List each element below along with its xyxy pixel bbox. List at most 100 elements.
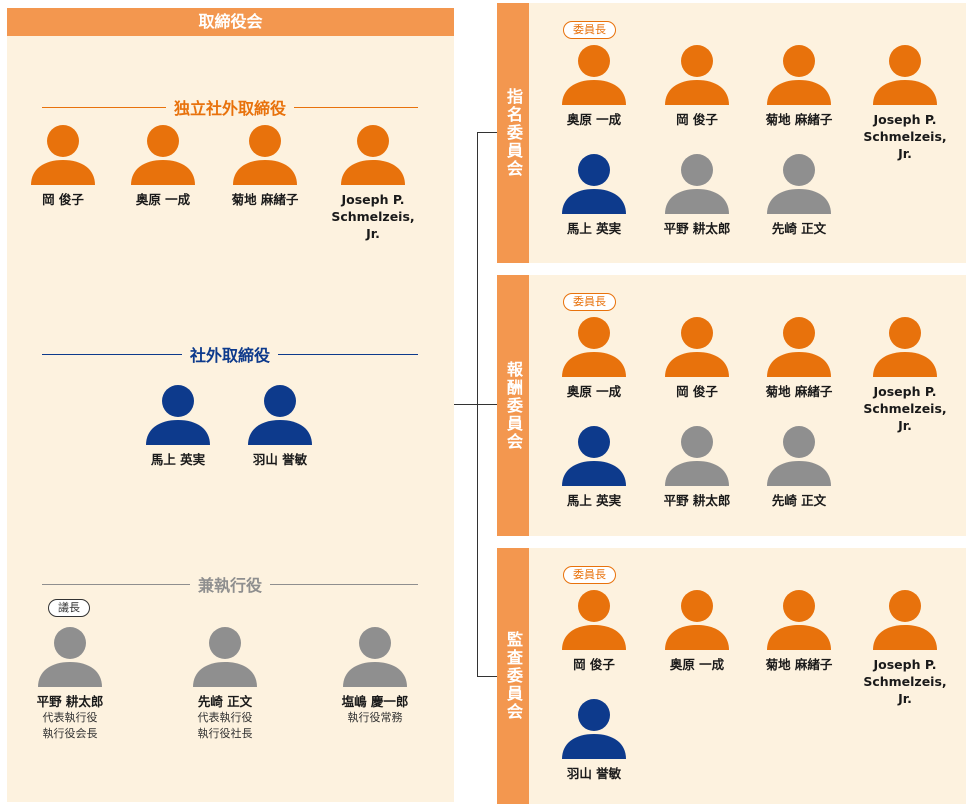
member-role: 執行役会長 [42, 727, 98, 740]
member-card: Joseph P. Schmelzeis, Jr. [323, 125, 423, 242]
member-role: 代表執行役 [197, 711, 253, 724]
member-name: 奥原 一成 [566, 112, 622, 127]
member-card: 岡 俊子 [647, 45, 747, 128]
person-icon [31, 125, 95, 185]
member-name: 馬上 英実 [150, 452, 206, 467]
divider [42, 106, 166, 108]
member-card: 奥原 一成 [544, 45, 644, 128]
member-card: Joseph P. Schmelzeis, Jr. [855, 45, 955, 162]
member-card: 馬上 英実 [128, 385, 228, 468]
member-card: 平野 耕太郎 [647, 426, 747, 509]
member-card: 塩嶋 慶一郎執行役常務 [325, 627, 425, 726]
member-card: 先崎 正文 [749, 154, 849, 237]
member-name: 菊地 麻緒子 [765, 657, 833, 672]
member-card: 羽山 誉敏 [230, 385, 330, 468]
board-panel: 取締役会 独立社外取締役 岡 俊子奥原 一成 菊地 麻緒子 Joseph P. Sc… [7, 8, 454, 802]
member-name: 菊地 麻緒子 [765, 112, 833, 127]
member-card: 平野 耕太郎 [647, 154, 747, 237]
person-icon [562, 317, 626, 377]
member-name: 岡 俊子 [676, 384, 718, 399]
member-card: 羽山 誉敏 [544, 699, 644, 782]
person-icon [767, 45, 831, 105]
member-card: 奥原 一成 [647, 590, 747, 673]
person-icon [562, 154, 626, 214]
person-icon [767, 426, 831, 486]
member-card: 岡 俊子 [647, 317, 747, 400]
person-icon [665, 590, 729, 650]
person-icon [562, 699, 626, 759]
divider [294, 106, 419, 108]
member-name: 羽山 誉敏 [566, 766, 622, 781]
divider [42, 353, 182, 355]
committee-title-nomination: 指名委員会 [497, 3, 529, 263]
member-card: 菊地 麻緒子 [749, 45, 849, 128]
person-icon [665, 45, 729, 105]
member-name: 平野 耕太郎 [663, 493, 731, 508]
connector-line [477, 132, 497, 133]
member-name: Joseph P. Schmelzeis, Jr. [863, 384, 947, 433]
person-icon [146, 385, 210, 445]
member-name: 馬上 英実 [566, 493, 622, 508]
member-card: 平野 耕太郎代表執行役執行役会長 [20, 627, 120, 742]
person-icon [665, 317, 729, 377]
committee-panel-compensation: 委員長奥原 一成 岡 俊子 菊地 麻緒子 Joseph P. Schmelzeis, … [529, 275, 966, 536]
person-icon [193, 627, 257, 687]
member-card: 馬上 英実 [544, 154, 644, 237]
person-icon [562, 45, 626, 105]
member-card: Joseph P. Schmelzeis, Jr. [855, 317, 955, 434]
person-icon [767, 590, 831, 650]
person-icon [665, 154, 729, 214]
connector-line [454, 404, 478, 405]
member-name: Joseph P. Schmelzeis, Jr. [863, 657, 947, 706]
section-label: 社外取締役 [190, 346, 271, 365]
section-title-outside: 社外取締役 [42, 342, 419, 366]
member-role: 執行役社長 [197, 727, 253, 740]
committee-title-compensation: 報酬委員会 [497, 275, 529, 536]
member-card: 菊地 麻緒子 [215, 125, 315, 208]
person-icon [233, 125, 297, 185]
member-card: 菊地 麻緒子 [749, 317, 849, 400]
divider [270, 583, 419, 585]
member-card: 岡 俊子 [13, 125, 113, 208]
chair-badge: 委員長 [563, 293, 616, 311]
member-name: 平野 耕太郎 [36, 694, 104, 709]
member-name: 菊地 麻緒子 [765, 384, 833, 399]
board-title: 取締役会 [7, 8, 454, 36]
person-icon [343, 627, 407, 687]
member-name: Joseph P. Schmelzeis, Jr. [863, 112, 947, 161]
member-role: 代表執行役 [42, 711, 98, 724]
person-icon [873, 45, 937, 105]
member-name: 菊地 麻緒子 [231, 192, 299, 207]
member-card: 奥原 一成 [544, 317, 644, 400]
connector-line [477, 676, 497, 677]
divider [42, 583, 190, 585]
member-card: 岡 俊子 [544, 590, 644, 673]
member-name: 先崎 正文 [771, 493, 827, 508]
person-icon [38, 627, 102, 687]
member-name: 岡 俊子 [676, 112, 718, 127]
person-icon [341, 125, 405, 185]
member-name: 奥原 一成 [566, 384, 622, 399]
member-name: 先崎 正文 [771, 221, 827, 236]
person-icon [873, 317, 937, 377]
person-icon [248, 385, 312, 445]
member-name: 奥原 一成 [135, 192, 191, 207]
member-card: 先崎 正文代表執行役執行役社長 [175, 627, 275, 742]
section-label: 独立社外取締役 [174, 99, 287, 118]
committee-title-audit: 監査委員会 [497, 548, 529, 804]
divider [278, 353, 419, 355]
member-name: 馬上 英実 [566, 221, 622, 236]
member-name: 塩嶋 慶一郎 [341, 694, 409, 709]
member-name: 平野 耕太郎 [663, 221, 731, 236]
member-name: 先崎 正文 [197, 694, 253, 709]
member-card: 奥原 一成 [113, 125, 213, 208]
member-name: 岡 俊子 [573, 657, 615, 672]
person-icon [767, 154, 831, 214]
member-name: 羽山 誉敏 [252, 452, 308, 467]
section-label: 兼執行役 [198, 576, 263, 595]
member-card: 菊地 麻緒子 [749, 590, 849, 673]
member-card: 先崎 正文 [749, 426, 849, 509]
person-icon [131, 125, 195, 185]
person-icon [562, 426, 626, 486]
